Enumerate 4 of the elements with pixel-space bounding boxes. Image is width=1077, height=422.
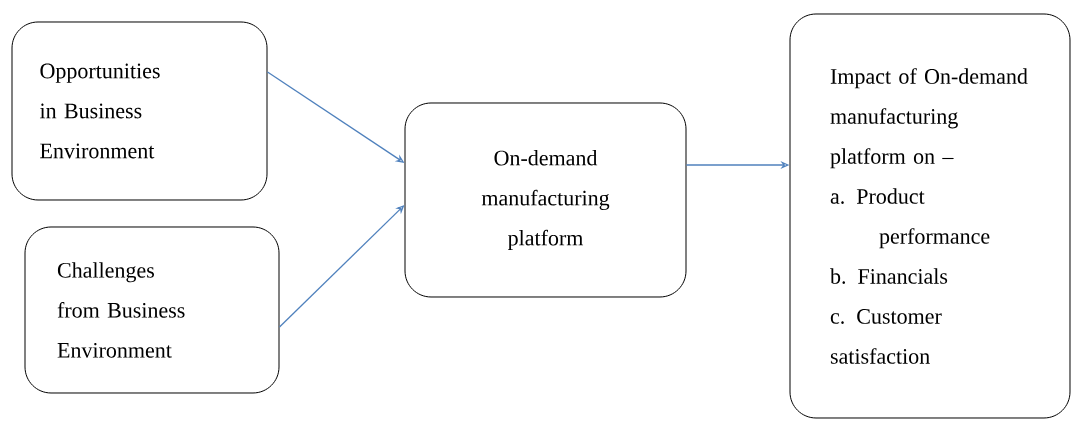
text-box: Challenges from Business Environment xyxy=(24,226,280,394)
text-box: Impact of On-demand manufacturing platform on – a. Product performance b. Financials c. Customer satisfaction xyxy=(789,13,1071,419)
text-box: Opportunities in Business Environment xyxy=(11,21,268,201)
text-box: On-demand manufacturing platform xyxy=(404,102,687,298)
